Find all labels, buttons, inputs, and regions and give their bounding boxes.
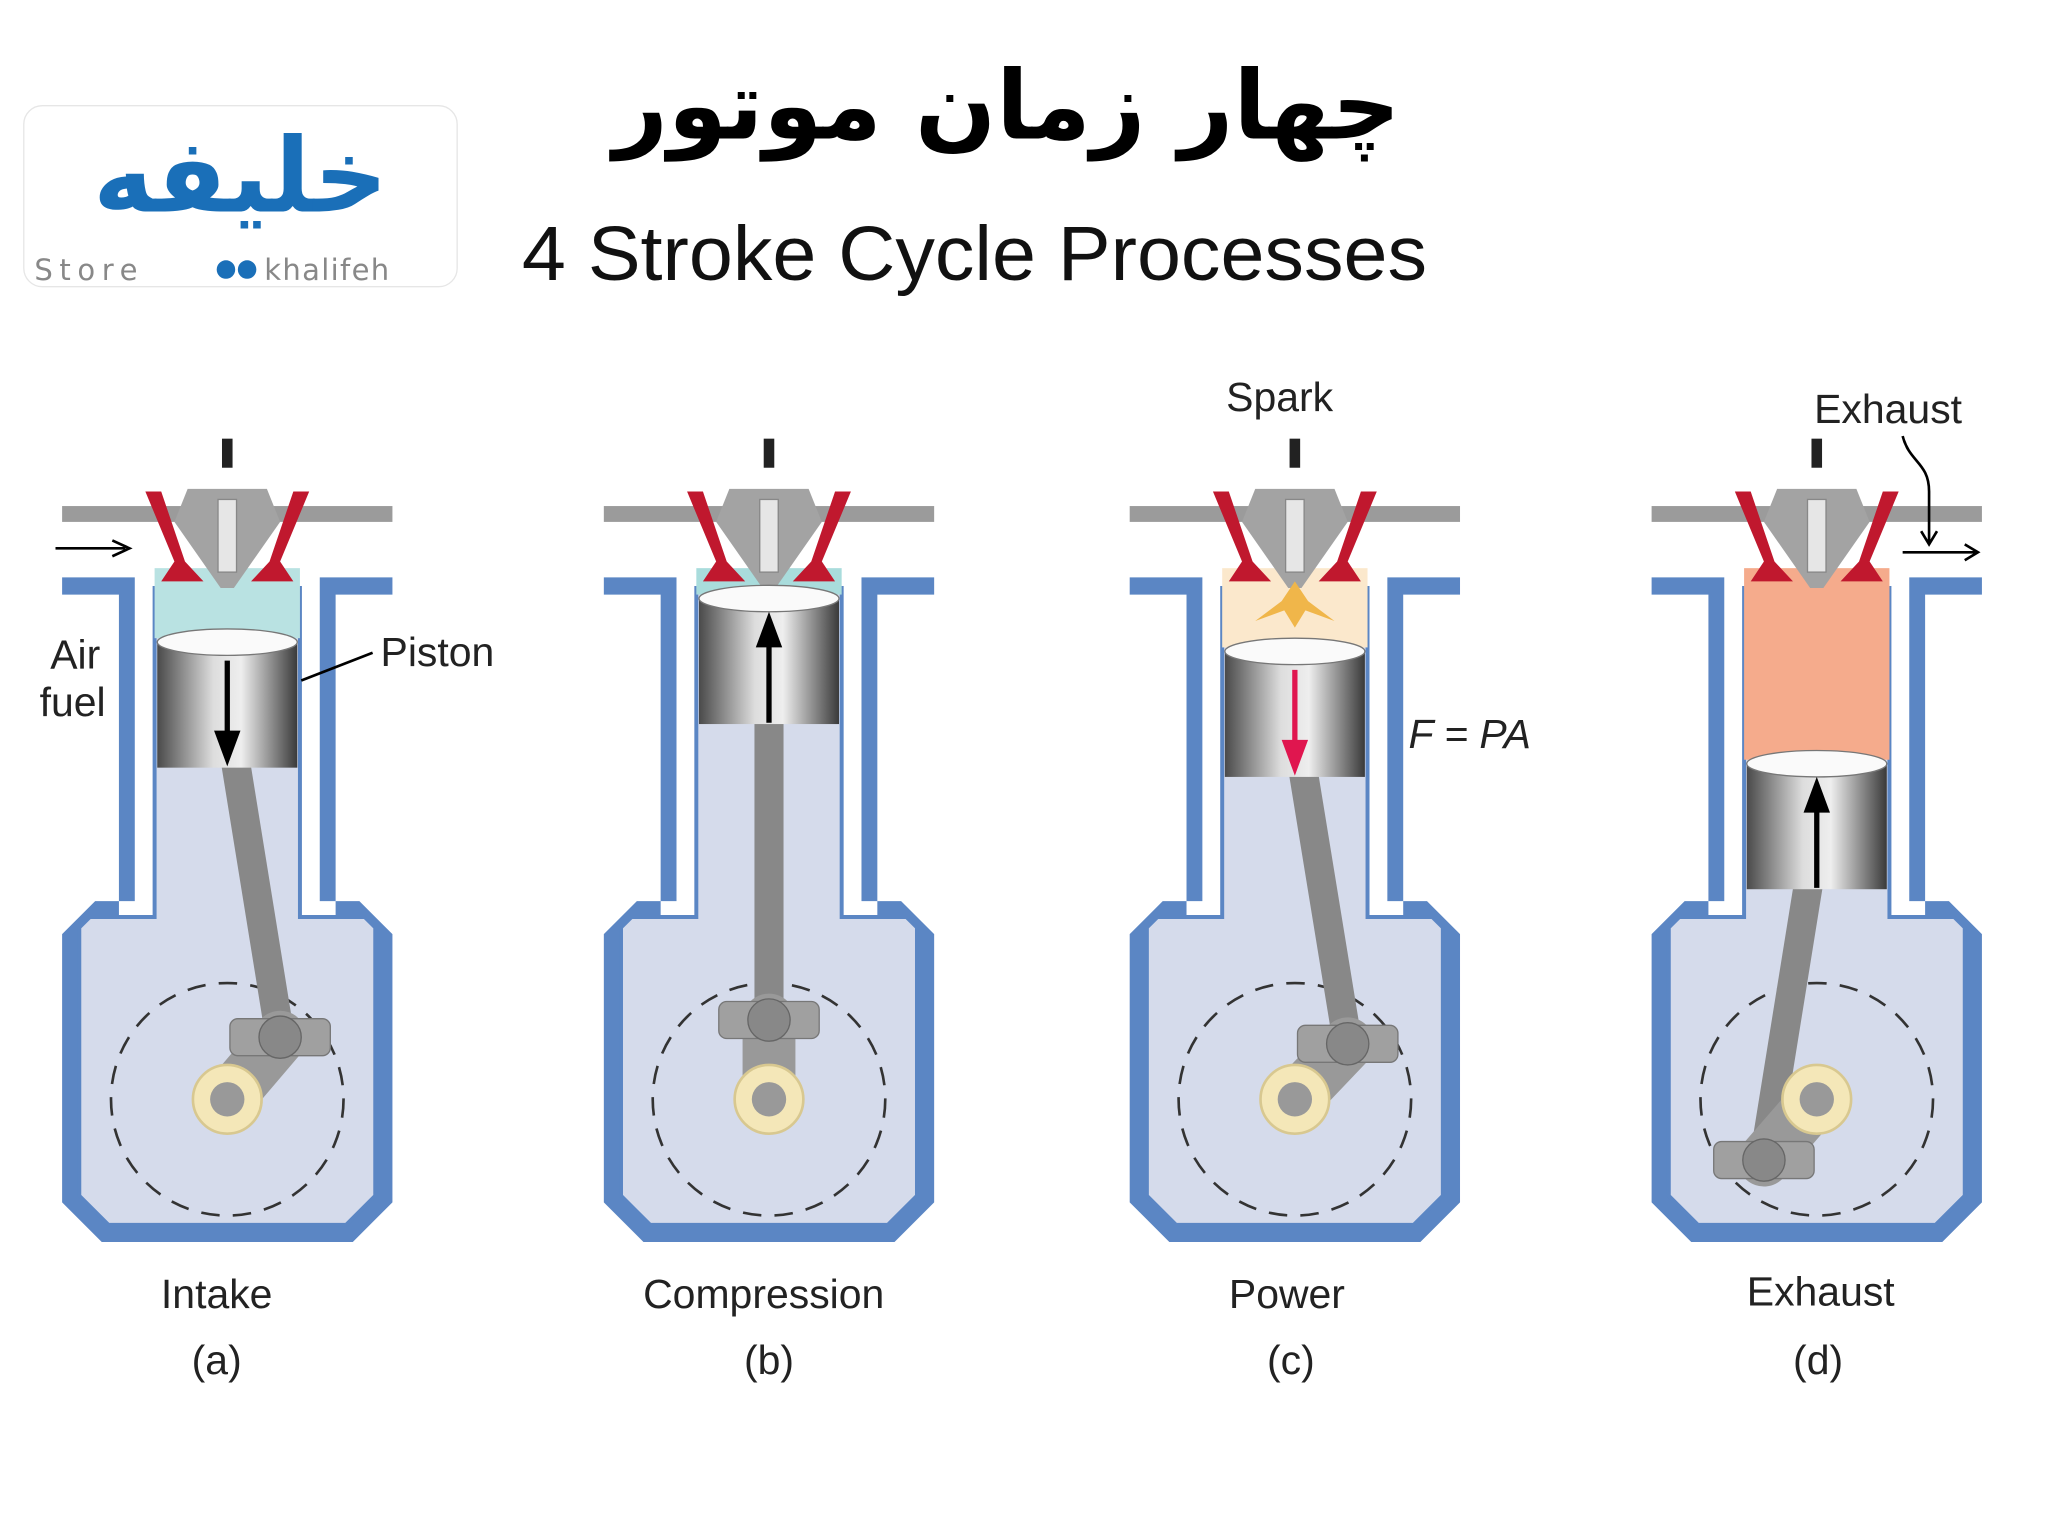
title-english: 4 Stroke Cycle Processes: [522, 212, 1427, 297]
logo: خلیفه Store khalifeh: [23, 105, 458, 288]
engine-c: [1129, 438, 1461, 1242]
spark-plug: [217, 498, 238, 573]
crank-pin: [1325, 1022, 1370, 1066]
crank-pin: [1742, 1138, 1786, 1182]
stroke-letter-b: (b): [744, 1337, 794, 1383]
intake-valve: [1734, 491, 1793, 582]
logo-arabic: خلیفه: [93, 116, 388, 236]
label-exhaust-flow: Exhaust: [1814, 386, 1963, 432]
arrow-up-icon: [755, 611, 783, 723]
crank-pin: [258, 1015, 302, 1060]
spark-burst: [1255, 581, 1335, 628]
exhaust-valve: [1840, 491, 1899, 582]
spark-plug: [1284, 498, 1305, 573]
spark-plug: [1806, 498, 1827, 573]
crank-pin: [747, 998, 791, 1042]
spark-plug: [759, 498, 779, 573]
exhaust-flow-arrow-icon: [1901, 435, 1981, 562]
combustion-chamber: [1744, 568, 1890, 760]
intake-valve: [145, 491, 204, 582]
label-fuel: fuel: [40, 679, 106, 725]
piston-pointer-line: [300, 651, 374, 682]
stroke-name-c: Power: [1229, 1271, 1345, 1317]
stroke-name-b: Compression: [643, 1271, 884, 1317]
crank-rotation-path: [109, 981, 345, 1217]
engine-a: [62, 438, 393, 1242]
stroke-letter-a: (a): [192, 1337, 242, 1383]
stroke-name-d: Exhaust: [1747, 1268, 1896, 1314]
label-force-equation: F = PA: [1408, 711, 1531, 757]
stroke-letter-c: (c): [1267, 1337, 1315, 1383]
stroke-letter-d: (d): [1793, 1337, 1843, 1383]
label-spark: Spark: [1226, 374, 1333, 420]
stroke-name-a: Intake: [161, 1271, 273, 1317]
arrow-up-icon: [1803, 776, 1830, 888]
exhaust-valve: [251, 491, 310, 582]
intake-valve: [1212, 491, 1272, 582]
arrow-down-icon: [1281, 669, 1309, 776]
intake-valve: [687, 491, 746, 582]
exhaust-valve: [792, 491, 851, 582]
engine-d: [1651, 438, 1982, 1242]
label-piston: Piston: [381, 629, 495, 675]
title-persian: چهار زمان موتور: [609, 52, 1400, 162]
logo-store: Store: [34, 253, 144, 287]
arrow-down-icon: [214, 660, 241, 767]
logo-khalifeh: khalifeh: [264, 253, 390, 287]
label-air: Air: [50, 632, 100, 678]
crank-rotation-path: [1699, 981, 1935, 1217]
engine-b: [603, 438, 935, 1242]
intake-flow-arrow-icon: [55, 539, 133, 558]
crank-rotation-path: [1177, 981, 1413, 1217]
exhaust-valve: [1318, 491, 1377, 582]
